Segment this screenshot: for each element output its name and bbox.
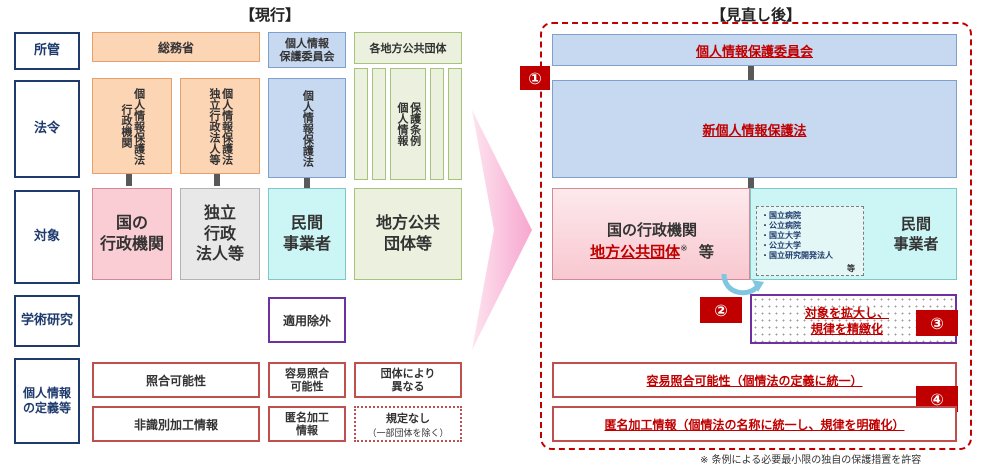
connector bbox=[748, 66, 754, 80]
row-label-shokan: 所管 bbox=[14, 32, 80, 70]
kitei-nashi-box: 規定なし （一部団体を除く） bbox=[354, 406, 462, 442]
revised-chiho-line: 地方公共団体※ 等 bbox=[590, 243, 714, 261]
row-label-taisho: 対象 bbox=[14, 190, 80, 284]
number-badge-1: ① bbox=[520, 66, 550, 90]
revised-tokumei-box: 匿名加工情報（個情法の名称に統一し、規律を明確化） bbox=[552, 406, 957, 442]
connector bbox=[214, 174, 220, 186]
yoi-shogo-box: 容易照合 可能性 bbox=[268, 362, 346, 398]
kuni-target-box: 国の 行政機関 bbox=[92, 188, 172, 280]
kokuritsu-list: ・国立病院 ・公立病院 ・国立大学 ・公立大学 ・国立研究開発法人 bbox=[761, 211, 833, 260]
revised-dashed-frame bbox=[540, 22, 972, 450]
connector bbox=[126, 174, 132, 186]
jorei-col-main: 保護条例 個人情報 bbox=[390, 68, 426, 180]
move-arrow bbox=[721, 273, 764, 296]
ppc-box: 個人情報 保護委員会 bbox=[268, 32, 346, 68]
revised-ppc-box: 個人情報保護委員会 bbox=[552, 34, 957, 66]
jorei-col bbox=[430, 68, 444, 180]
connector bbox=[304, 178, 310, 188]
revised-title: 【見直し後】 bbox=[710, 6, 801, 24]
soumu-box: 総務省 bbox=[92, 32, 260, 62]
kokuritsu-list-box: ・国立病院 ・公立病院 ・国立大学 ・公立大学 ・国立研究開発法人 等 bbox=[756, 206, 864, 276]
current-title: 【現行】 bbox=[239, 6, 300, 24]
chiho-box: 各地方公共団体 bbox=[354, 32, 462, 64]
dokuritsu-law-box: 個人情報保護法 独立行政法人等 bbox=[180, 78, 260, 174]
gyousei-law-box: 個人情報保護法 行政機関 bbox=[92, 78, 172, 174]
row-label-horei: 法令 bbox=[14, 80, 80, 178]
row-label-gakujutsu: 学術研究 bbox=[14, 295, 80, 347]
jorei-col bbox=[448, 68, 462, 180]
footnote: ※ 条例による必要最小限の独自の保護措置を許容 bbox=[700, 455, 922, 466]
kojin-law-box: 個人情報保護法 bbox=[268, 78, 346, 178]
revised-yoi-box: 容易照合可能性（個情法の定義に統一） bbox=[552, 362, 957, 398]
jorei-col bbox=[354, 68, 368, 180]
row-label-teigi: 個人情報 の定義等 bbox=[14, 358, 80, 444]
chiho-target-box: 地方公共 団体等 bbox=[354, 188, 462, 280]
jorei-columns: 保護条例 個人情報 bbox=[354, 68, 462, 180]
minkan-target-box: 民間 事業者 bbox=[268, 188, 346, 280]
number-badge-2: ② bbox=[700, 297, 742, 323]
jorei-col bbox=[372, 68, 386, 180]
revised-law-box: 新個人情報保護法 bbox=[552, 80, 957, 178]
dokuritsu-target-box: 独立 行政 法人等 bbox=[180, 188, 260, 280]
connector bbox=[748, 178, 754, 188]
tekiyo-jogai-box: 適用除外 bbox=[268, 297, 346, 343]
revised-kuni-box: 国の行政機関 地方公共団体※ 等 bbox=[552, 188, 750, 280]
shogo-box: 照合可能性 bbox=[92, 362, 260, 398]
transition-arrow bbox=[472, 110, 532, 350]
revised-kuni-label: 国の行政機関 bbox=[606, 221, 697, 239]
kokuritsu-list-nado: 等 bbox=[847, 264, 855, 273]
number-badge-3: ③ bbox=[916, 310, 958, 336]
kakudai-label: 対象を拡大し、 規律を精緻化 bbox=[804, 306, 889, 337]
dantai-box: 団体により 異なる bbox=[354, 362, 462, 398]
tokumei-box: 匿名加工 情報 bbox=[268, 406, 346, 442]
revised-minkan-label: 民間 事業者 bbox=[893, 215, 939, 253]
hishikibetsu-box: 非識別加工情報 bbox=[92, 406, 260, 442]
